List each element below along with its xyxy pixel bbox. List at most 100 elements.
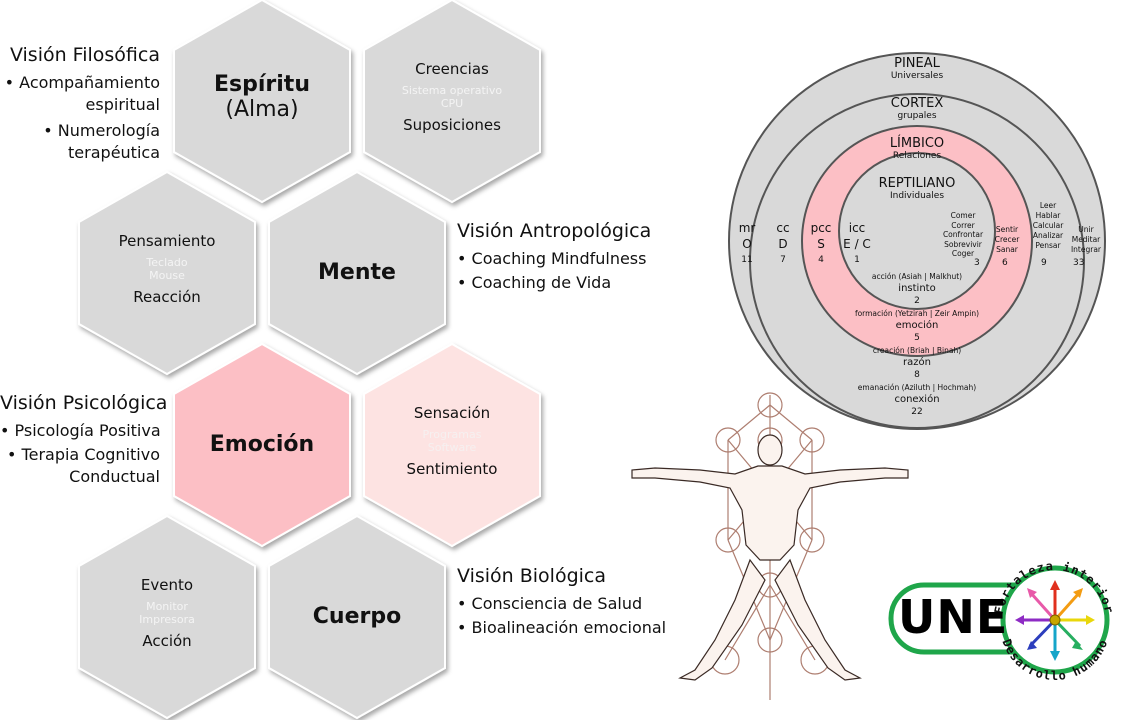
hex-espiritu <box>173 0 351 204</box>
rept-3: Confrontar <box>942 230 984 239</box>
sensacion-faint-2: Software <box>427 441 477 454</box>
col-icc-3: 1 <box>854 255 860 265</box>
creencias-top: Creencias <box>415 60 489 78</box>
vision-biologica-item-2: • Bioalineación emocional <box>457 618 667 637</box>
cuerpo-title: Cuerpo <box>312 604 402 629</box>
hex-creencias <box>363 0 541 204</box>
pensamiento-faint-1: Teclado <box>146 256 188 269</box>
human-body-outline <box>631 434 909 681</box>
vision-filosofica-item-2: espiritual <box>85 95 160 114</box>
col-mr-2: O <box>742 237 752 251</box>
col-mr-1: mr <box>738 221 756 235</box>
sensacion-bottom: Sentimiento <box>406 460 498 478</box>
brain-cortex-label: CORTEX grupales <box>817 96 1017 121</box>
vision-psicologica-title: Visión Psicológica <box>0 392 168 414</box>
list-reptiliano: Comer Correr Confrontar Sobrevivir Coger <box>934 211 992 259</box>
vision-biologica: Visión Biológica • Consciencia de Salud … <box>457 565 666 639</box>
pin-1: Unir <box>1078 225 1094 234</box>
logo-text: UNE <box>898 590 1009 644</box>
pin-3: Integrar <box>1070 245 1102 254</box>
reptiliano-sub: Individuales <box>889 191 945 201</box>
pensamiento-top: Pensamiento <box>118 232 216 250</box>
pensamiento-faint-2: Mouse <box>149 269 185 282</box>
espiritu-subtitle: (Alma) <box>225 97 299 122</box>
rept-4: Sobrevivir <box>944 239 982 249</box>
col-pcc-2: S <box>817 237 825 251</box>
hex-sensacion <box>363 342 541 548</box>
vision-antropologica-item-1: • Coaching Mindfulness <box>457 249 647 268</box>
razon-line: razón <box>903 357 931 368</box>
evento-faint-2: Impresora <box>139 613 195 626</box>
col-cc-1: cc <box>776 221 790 235</box>
n8-line: 8 <box>914 370 920 380</box>
n22-line: 22 <box>911 407 923 417</box>
cort-num: 9 <box>1041 258 1047 268</box>
creacion-line: creación (Briah | Binah) <box>872 346 962 355</box>
col-icc-1: icc <box>848 221 866 235</box>
limbico-title: LÍMBICO <box>889 136 945 151</box>
hex-emocion <box>173 342 351 548</box>
cort-3: Calcular <box>1032 221 1064 230</box>
pensamiento-bottom: Reacción <box>133 288 201 306</box>
vision-biologica-title: Visión Biológica <box>457 565 607 587</box>
creencias-faint-1: Sistema operativo <box>401 84 503 97</box>
emocion-line: emoción <box>895 320 939 331</box>
cort-1: Leer <box>1039 201 1057 210</box>
hex-pensamiento <box>78 170 256 376</box>
col-icc-2: E / C <box>843 237 871 251</box>
hex-creencias-label: Creencias Sistema operativo CPU Suposici… <box>364 60 540 134</box>
brain-bottom-stack: acción (Asiah | Malkhut) instinto 2 form… <box>817 272 1017 418</box>
col-icc: icc E / C 1 <box>843 220 871 268</box>
rept-5: Coger <box>951 249 975 258</box>
conexion-line: conexión <box>894 394 940 405</box>
accion-line: acción (Asiah | Malkhut) <box>871 272 963 281</box>
vision-antropologica: Visión Antropológica • Coaching Mindfuln… <box>457 220 651 294</box>
limb-num: 6 <box>1002 258 1008 268</box>
vision-antropologica-title: Visión Antropológica <box>457 220 652 242</box>
hex-espiritu-label: Espíritu (Alma) <box>174 72 350 122</box>
col-mr-3: 11 <box>741 255 753 265</box>
rept-1: Comer <box>950 211 976 220</box>
instinto-line: instinto <box>898 283 936 294</box>
hex-mente <box>268 170 446 376</box>
hex-evento-label: Evento Monitor Impresora Acción <box>79 576 255 650</box>
espiritu-title: Espíritu <box>214 72 310 97</box>
col-pcc-1: pcc <box>810 221 832 235</box>
cort-2: Hablar <box>1035 211 1061 220</box>
limb-3: Sanar <box>996 245 1018 254</box>
hex-pensamiento-label: Pensamiento Teclado Mouse Reacción <box>79 232 255 306</box>
limb-2: Crecer <box>994 235 1020 244</box>
col-pcc-3: 4 <box>818 255 824 265</box>
rept-2: Correr <box>951 220 975 230</box>
vision-filosofica-item-4: terapéutica <box>68 143 160 162</box>
list-limbico: Sentir Crecer Sanar <box>993 225 1021 255</box>
hex-evento <box>78 514 256 720</box>
emocion-title: Emoción <box>209 432 315 457</box>
vision-psicologica-item-1: • Psicología Positiva <box>0 421 161 440</box>
brain-pineal-label: PINEAL Universales <box>817 56 1017 81</box>
list-cortex: Leer Hablar Calcular Analizar Pensar <box>1030 201 1066 251</box>
vision-psicologica: Visión Psicológica • Psicología Positiva… <box>0 392 168 488</box>
logo-arrowheads <box>1015 580 1095 661</box>
pin-num: 33 <box>1073 258 1085 268</box>
brain-reptiliano-label: REPTILIANO Individuales <box>817 176 1017 201</box>
brain-limbico-label: LÍMBICO Relaciones <box>817 136 1017 161</box>
col-cc-3: 7 <box>780 255 786 265</box>
vision-filosofica-item-1: • Acompañamiento <box>4 73 160 92</box>
col-cc-2: D <box>778 237 788 251</box>
col-cc: cc D 7 <box>768 220 798 268</box>
limb-1: Sentir <box>995 225 1019 234</box>
cortex-sub: grupales <box>897 111 937 121</box>
circle-reptiliano <box>838 152 996 310</box>
vision-antropologica-item-2: • Coaching de Vida <box>457 273 612 292</box>
emanacion-line: emanación (Aziluth | Hochmah) <box>857 383 977 392</box>
n2-line: 2 <box>914 296 920 306</box>
reptiliano-title: REPTILIANO <box>878 176 956 191</box>
mente-title: Mente <box>318 260 396 285</box>
hex-cuerpo <box>268 514 446 720</box>
vision-psicologica-item-3: Conductual <box>69 467 160 486</box>
limbico-sub: Relaciones <box>892 151 942 161</box>
vision-filosofica-item-3: • Numerología <box>43 121 160 140</box>
n5-line: 5 <box>914 333 920 343</box>
